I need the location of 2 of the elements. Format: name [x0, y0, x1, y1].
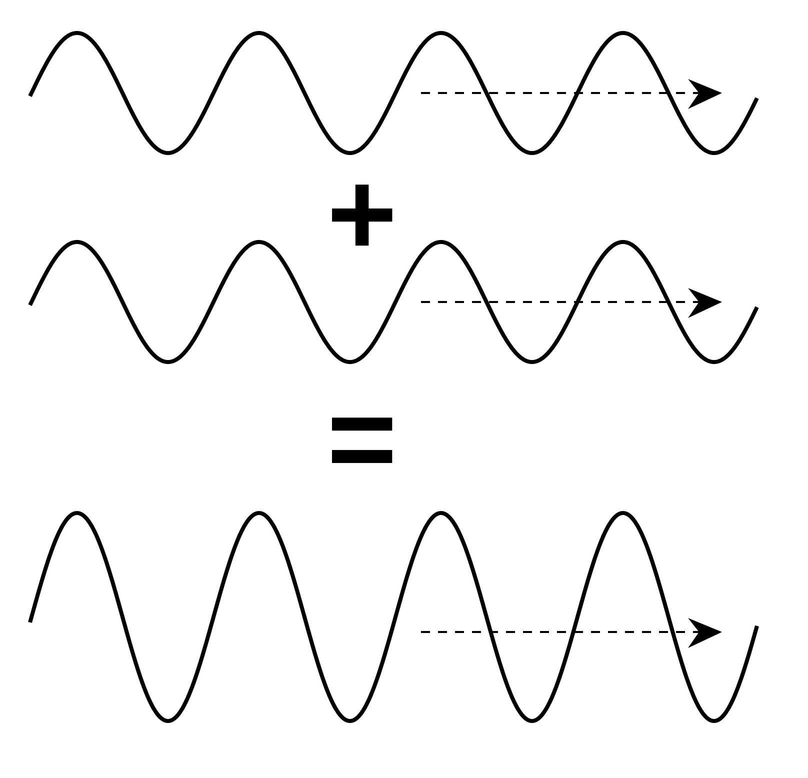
equals-sign: = [327, 403, 398, 475]
plus-sign: + [327, 178, 398, 250]
